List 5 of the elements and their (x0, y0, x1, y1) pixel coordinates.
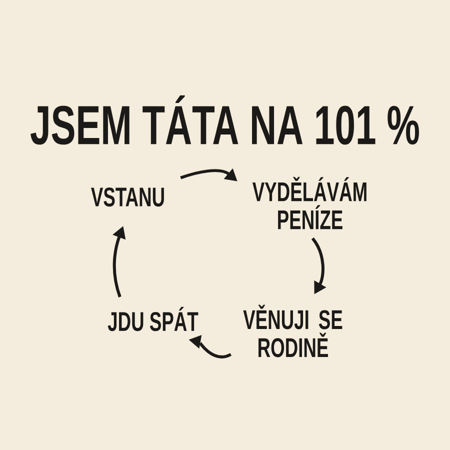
step-label: JDU SPÁT (108, 306, 198, 332)
step-label: VĚNUJI SE RODINĚ (243, 304, 342, 358)
step-label: VYDĚLÁVÁM PENÍZE (252, 176, 366, 230)
step-label: VSTANU (91, 187, 164, 207)
title: JSEM TÁTA NA 101 % (30, 95, 419, 145)
